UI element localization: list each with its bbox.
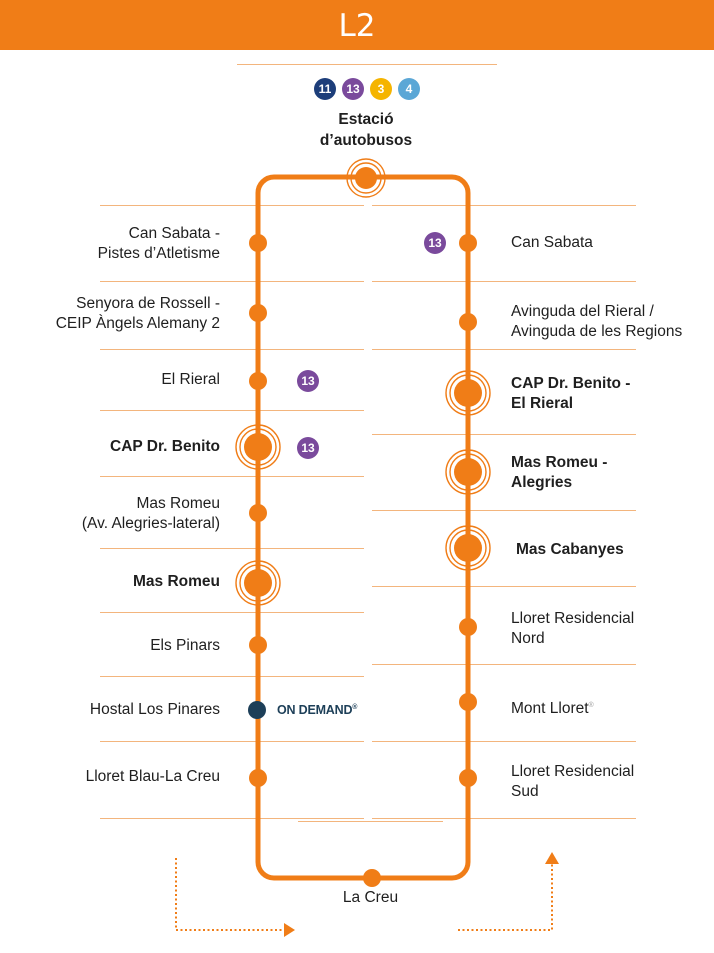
stop-label: Senyora de Rossell - CEIP Àngels Alemany… [55,295,220,332]
separator [100,281,364,282]
major-stop-marker [445,370,491,416]
stop-marker [459,618,477,636]
separator [100,548,364,549]
stop-label: Els Pinars [150,637,220,654]
terminal-name: Estació d’autobusos [266,109,466,151]
stop-label: CAP Dr. Benito - El Rieral [511,375,631,412]
major-stop-marker [235,560,281,606]
stop-label: Lloret Residencial Nord [511,610,635,647]
separator [372,664,636,665]
separator [100,676,364,677]
stop-label: Mas Romeu [133,573,220,590]
terminal-name-line1: Estació [338,111,394,128]
separator [372,281,636,282]
terminal-stop-marker [346,158,386,198]
line-header: L2 [0,0,714,50]
stop-label: Avinguda del Rieral / Avinguda de les Re… [511,303,683,340]
separator [100,741,364,742]
stop-label: CAP Dr. Benito [110,438,220,455]
separator [372,741,636,742]
separator [372,586,636,587]
separator [100,410,364,411]
stop-label: Mas Romeu (Av. Alegries-lateral) [81,495,220,532]
stop-marker [249,304,267,322]
stop-label: Lloret Blau-La Creu [85,768,220,785]
line-title: L2 [338,8,376,44]
direction-arrow-left [175,858,284,931]
connection-badge-13: 13 [342,78,364,100]
on-demand-stop-marker [248,701,266,719]
connection-badge-13: 13 [297,437,319,459]
arrowhead-right [284,923,295,937]
separator [100,349,364,350]
separator [372,434,636,435]
connection-badge-13: 13 [297,370,319,392]
stop-label: Mas Cabanyes [516,541,624,558]
separator [100,476,364,477]
separator [100,612,364,613]
direction-arrow-right [458,864,553,931]
stop-label: Mont Lloret® [511,700,594,718]
terminal-name-line2: d’autobusos [319,132,413,149]
separator [100,818,364,819]
major-stop-marker [445,449,491,495]
separator [372,510,636,511]
stop-label: La Creu [342,889,399,906]
stop-label: Lloret Residencial Sud [511,763,635,800]
connection-badge-3: 3 [370,78,392,100]
separator [372,818,636,819]
separator [237,64,497,65]
connection-badge-11: 11 [314,78,336,100]
stop-marker [459,769,477,787]
stop-marker [249,636,267,654]
stop-marker [249,372,267,390]
separator [372,205,636,206]
stop-label: El Rieral [161,371,220,388]
stop-marker [249,769,267,787]
major-stop-marker [235,424,281,470]
on-demand-logo: ON DEMAND® [277,703,358,717]
stop-marker [249,234,267,252]
arrowhead-up [545,852,559,864]
stop-marker [363,869,381,887]
stop-label: Can Sabata - Pistes d’Atletisme [97,225,220,262]
connection-badge-4: 4 [398,78,420,100]
stop-marker [459,234,477,252]
separator [298,821,443,822]
stop-label: Can Sabata [511,234,593,251]
stop-marker [459,693,477,711]
stop-label: Mas Romeu - Alegries [511,454,608,491]
separator [372,349,636,350]
separator [100,205,364,206]
route-line [255,174,471,881]
connection-badge-13: 13 [424,232,446,254]
stop-label: Hostal Los Pinares [89,701,220,718]
stop-marker [459,313,477,331]
major-stop-marker [445,525,491,571]
stop-marker [249,504,267,522]
